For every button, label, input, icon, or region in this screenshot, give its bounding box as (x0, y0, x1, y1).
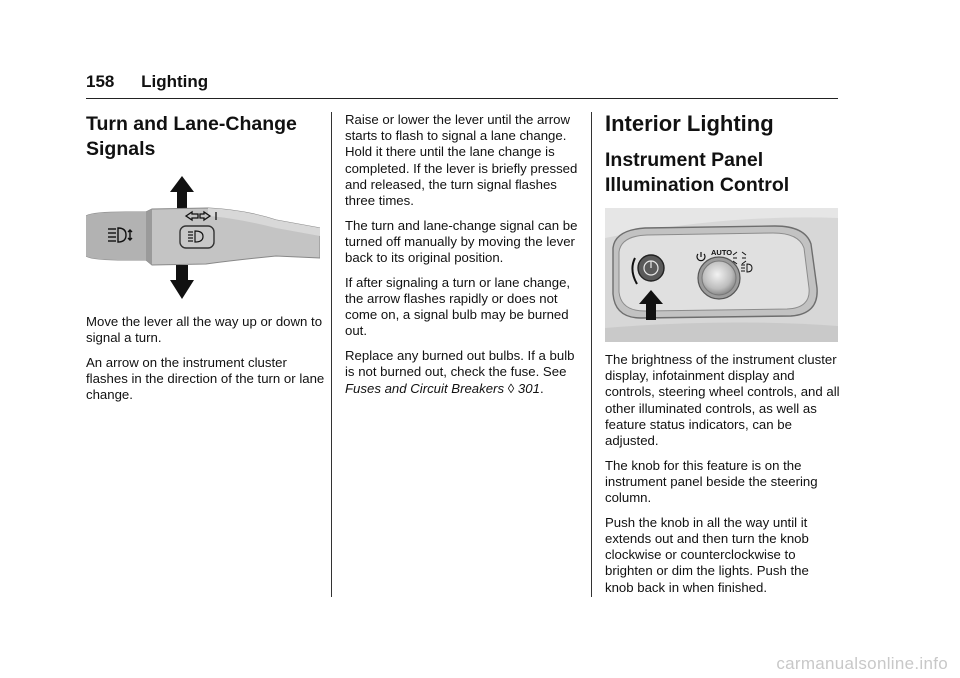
headlamp-symbol-icon (741, 263, 753, 273)
paragraph: The turn and lane-change signal can be t… (345, 217, 578, 266)
column-3-body: The brightness of the instrument cluster… (605, 352, 840, 604)
paragraph: Move the lever all the way up or down to… (86, 314, 323, 346)
reference-symbol: ◊ (507, 380, 515, 396)
up-arrow-icon (170, 176, 194, 210)
paragraph: If after signaling a turn or lane change… (345, 274, 571, 339)
paragraph: Push the knob in all the way until it ex… (605, 514, 809, 595)
interior-lighting-heading: Interior Lighting (605, 111, 774, 136)
power-symbol-icon (696, 252, 706, 262)
illumination-control-figure: AUTO (605, 208, 838, 342)
section-title: Lighting (141, 72, 209, 91)
up-arrow-icon (639, 290, 663, 320)
paragraph: The brightness of the instrument cluster… (605, 352, 840, 449)
turn-signal-lever-figure (86, 176, 320, 299)
down-arrow-icon (170, 265, 194, 299)
column-2: Raise or lower the lever until the arrow… (345, 112, 583, 405)
paragraph: An arrow on the instrument cluster flash… (86, 354, 325, 403)
illumination-control-heading: Instrument Panel Illumination Control (605, 149, 790, 196)
headlamp-knob-icon (697, 256, 741, 300)
turn-signals-heading: Turn and Lane-Change Signals (86, 113, 297, 160)
headlamp-symbol-icon (108, 227, 133, 243)
parking-lamp-symbol-icon (732, 251, 747, 265)
paragraph: Raise or lower the lever until the arrow… (345, 112, 578, 209)
watermark: carmanualsonline.info (776, 654, 948, 673)
paragraph: The knob for this feature is on the inst… (605, 457, 818, 506)
paragraph: Replace any burned out bulbs. If a bulb … (345, 348, 575, 396)
dimmer-knob-icon (637, 254, 665, 282)
page-number: 158 (86, 72, 115, 91)
column-divider-1 (331, 112, 332, 597)
column-1-body: Move the lever all the way up or down to… (86, 314, 326, 412)
turn-signal-symbol-icon (184, 210, 217, 222)
header-divider (86, 98, 838, 99)
auto-label: AUTO (711, 248, 732, 257)
column-divider-2 (591, 112, 592, 597)
column-1: Turn and Lane-Change Signals (86, 112, 326, 162)
column-3: Interior Lighting Instrument Panel Illum… (605, 110, 840, 198)
cross-reference-link[interactable]: Fuses and Circuit Breakers (345, 380, 505, 396)
page-header: 158 Lighting (86, 72, 208, 92)
reference-page[interactable]: 301 (517, 380, 540, 396)
